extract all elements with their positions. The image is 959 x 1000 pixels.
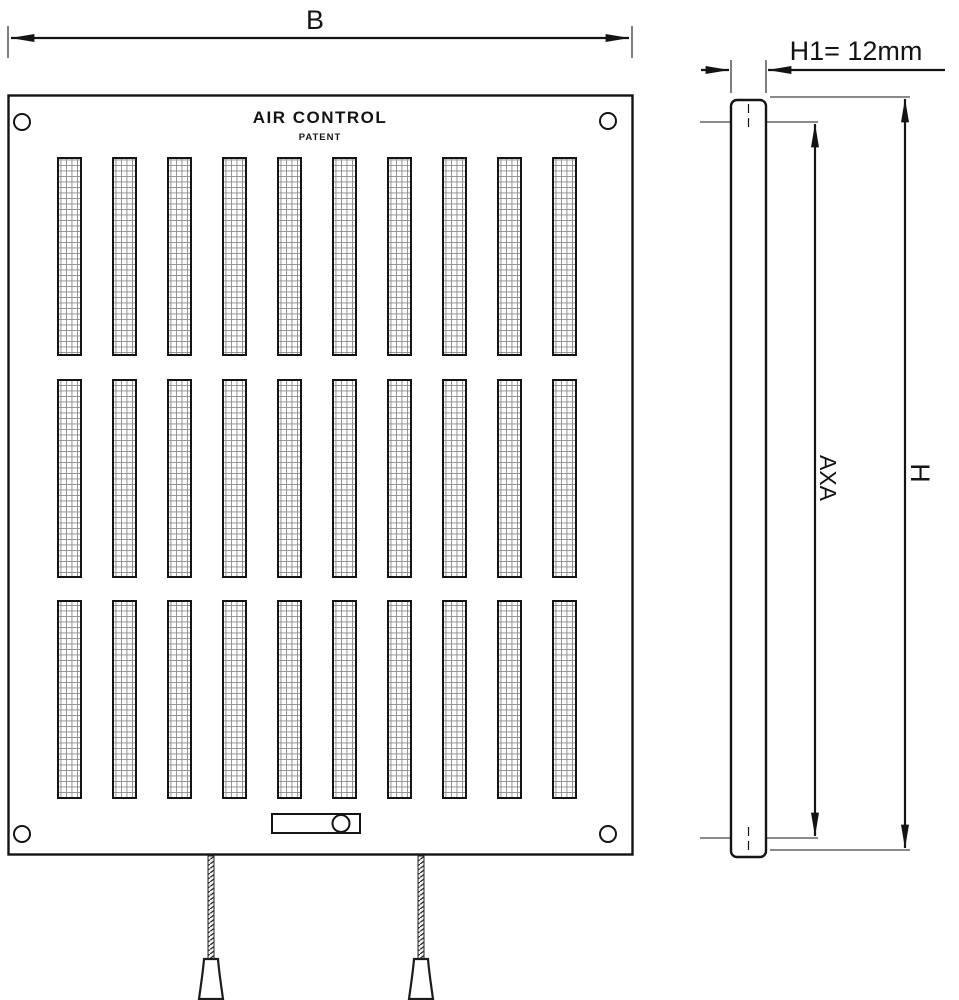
dimension-h-label: H bbox=[905, 463, 935, 483]
screw-hole-bottom-left bbox=[13, 825, 31, 843]
dimension-h1-label: H1= 12mm bbox=[790, 36, 923, 66]
vent-slot bbox=[442, 379, 467, 578]
screw-hole-top-right bbox=[599, 112, 617, 130]
vent-slot bbox=[112, 157, 137, 356]
dimension-b: B bbox=[7, 5, 633, 58]
front-view: AIR CONTROL PATENT bbox=[7, 94, 634, 1000]
cord-left bbox=[207, 855, 215, 960]
patent-label: PATENT bbox=[299, 132, 342, 143]
brand-label: AIR CONTROL bbox=[253, 108, 388, 127]
screw-hole-top-left bbox=[13, 113, 31, 131]
slider-control bbox=[271, 813, 361, 834]
vent-slot bbox=[497, 379, 522, 578]
slider-knob bbox=[331, 814, 351, 833]
vent-slot bbox=[442, 600, 467, 799]
cone-handle-right bbox=[407, 957, 435, 1000]
vent-slot bbox=[57, 600, 82, 799]
vent-slot bbox=[332, 379, 357, 578]
vent-slot bbox=[57, 379, 82, 578]
side-profile bbox=[729, 98, 768, 859]
vent-slot bbox=[222, 600, 247, 799]
vent-slot bbox=[167, 600, 192, 799]
vent-slot bbox=[167, 379, 192, 578]
vent-slot bbox=[552, 379, 577, 578]
vent-slot bbox=[497, 157, 522, 356]
vent-slot bbox=[112, 379, 137, 578]
vent-slot bbox=[57, 157, 82, 356]
vent-slot bbox=[332, 600, 357, 799]
vent-slot bbox=[222, 379, 247, 578]
dimension-axa: AXA bbox=[700, 121, 841, 839]
vent-slot bbox=[387, 157, 412, 356]
pull-cord-left bbox=[197, 855, 225, 1000]
vent-slot bbox=[552, 600, 577, 799]
vent-slot bbox=[277, 600, 302, 799]
vent-slot bbox=[497, 600, 522, 799]
vent-slot bbox=[277, 157, 302, 356]
vent-slot bbox=[112, 600, 137, 799]
dimension-b-label: B bbox=[306, 5, 324, 35]
grille-faceplate bbox=[7, 94, 634, 856]
dimension-h: H bbox=[770, 96, 935, 851]
vent-slots bbox=[57, 157, 577, 799]
vent-slot bbox=[277, 379, 302, 578]
vent-slot bbox=[167, 157, 192, 356]
dimension-axa-label: AXA bbox=[815, 455, 841, 502]
vent-slot bbox=[552, 157, 577, 356]
side-view: H1= 12mm AXA H bbox=[700, 36, 945, 859]
vent-slot bbox=[387, 379, 412, 578]
dimension-h1: H1= 12mm bbox=[701, 36, 945, 93]
vent-slot bbox=[387, 600, 412, 799]
vent-slot bbox=[442, 157, 467, 356]
vent-slot bbox=[332, 157, 357, 356]
pull-cord-right bbox=[407, 855, 435, 1000]
screw-hole-bottom-right bbox=[599, 825, 617, 843]
cord-right bbox=[417, 855, 425, 960]
vent-slot bbox=[222, 157, 247, 356]
cone-handle-left bbox=[197, 957, 225, 1000]
